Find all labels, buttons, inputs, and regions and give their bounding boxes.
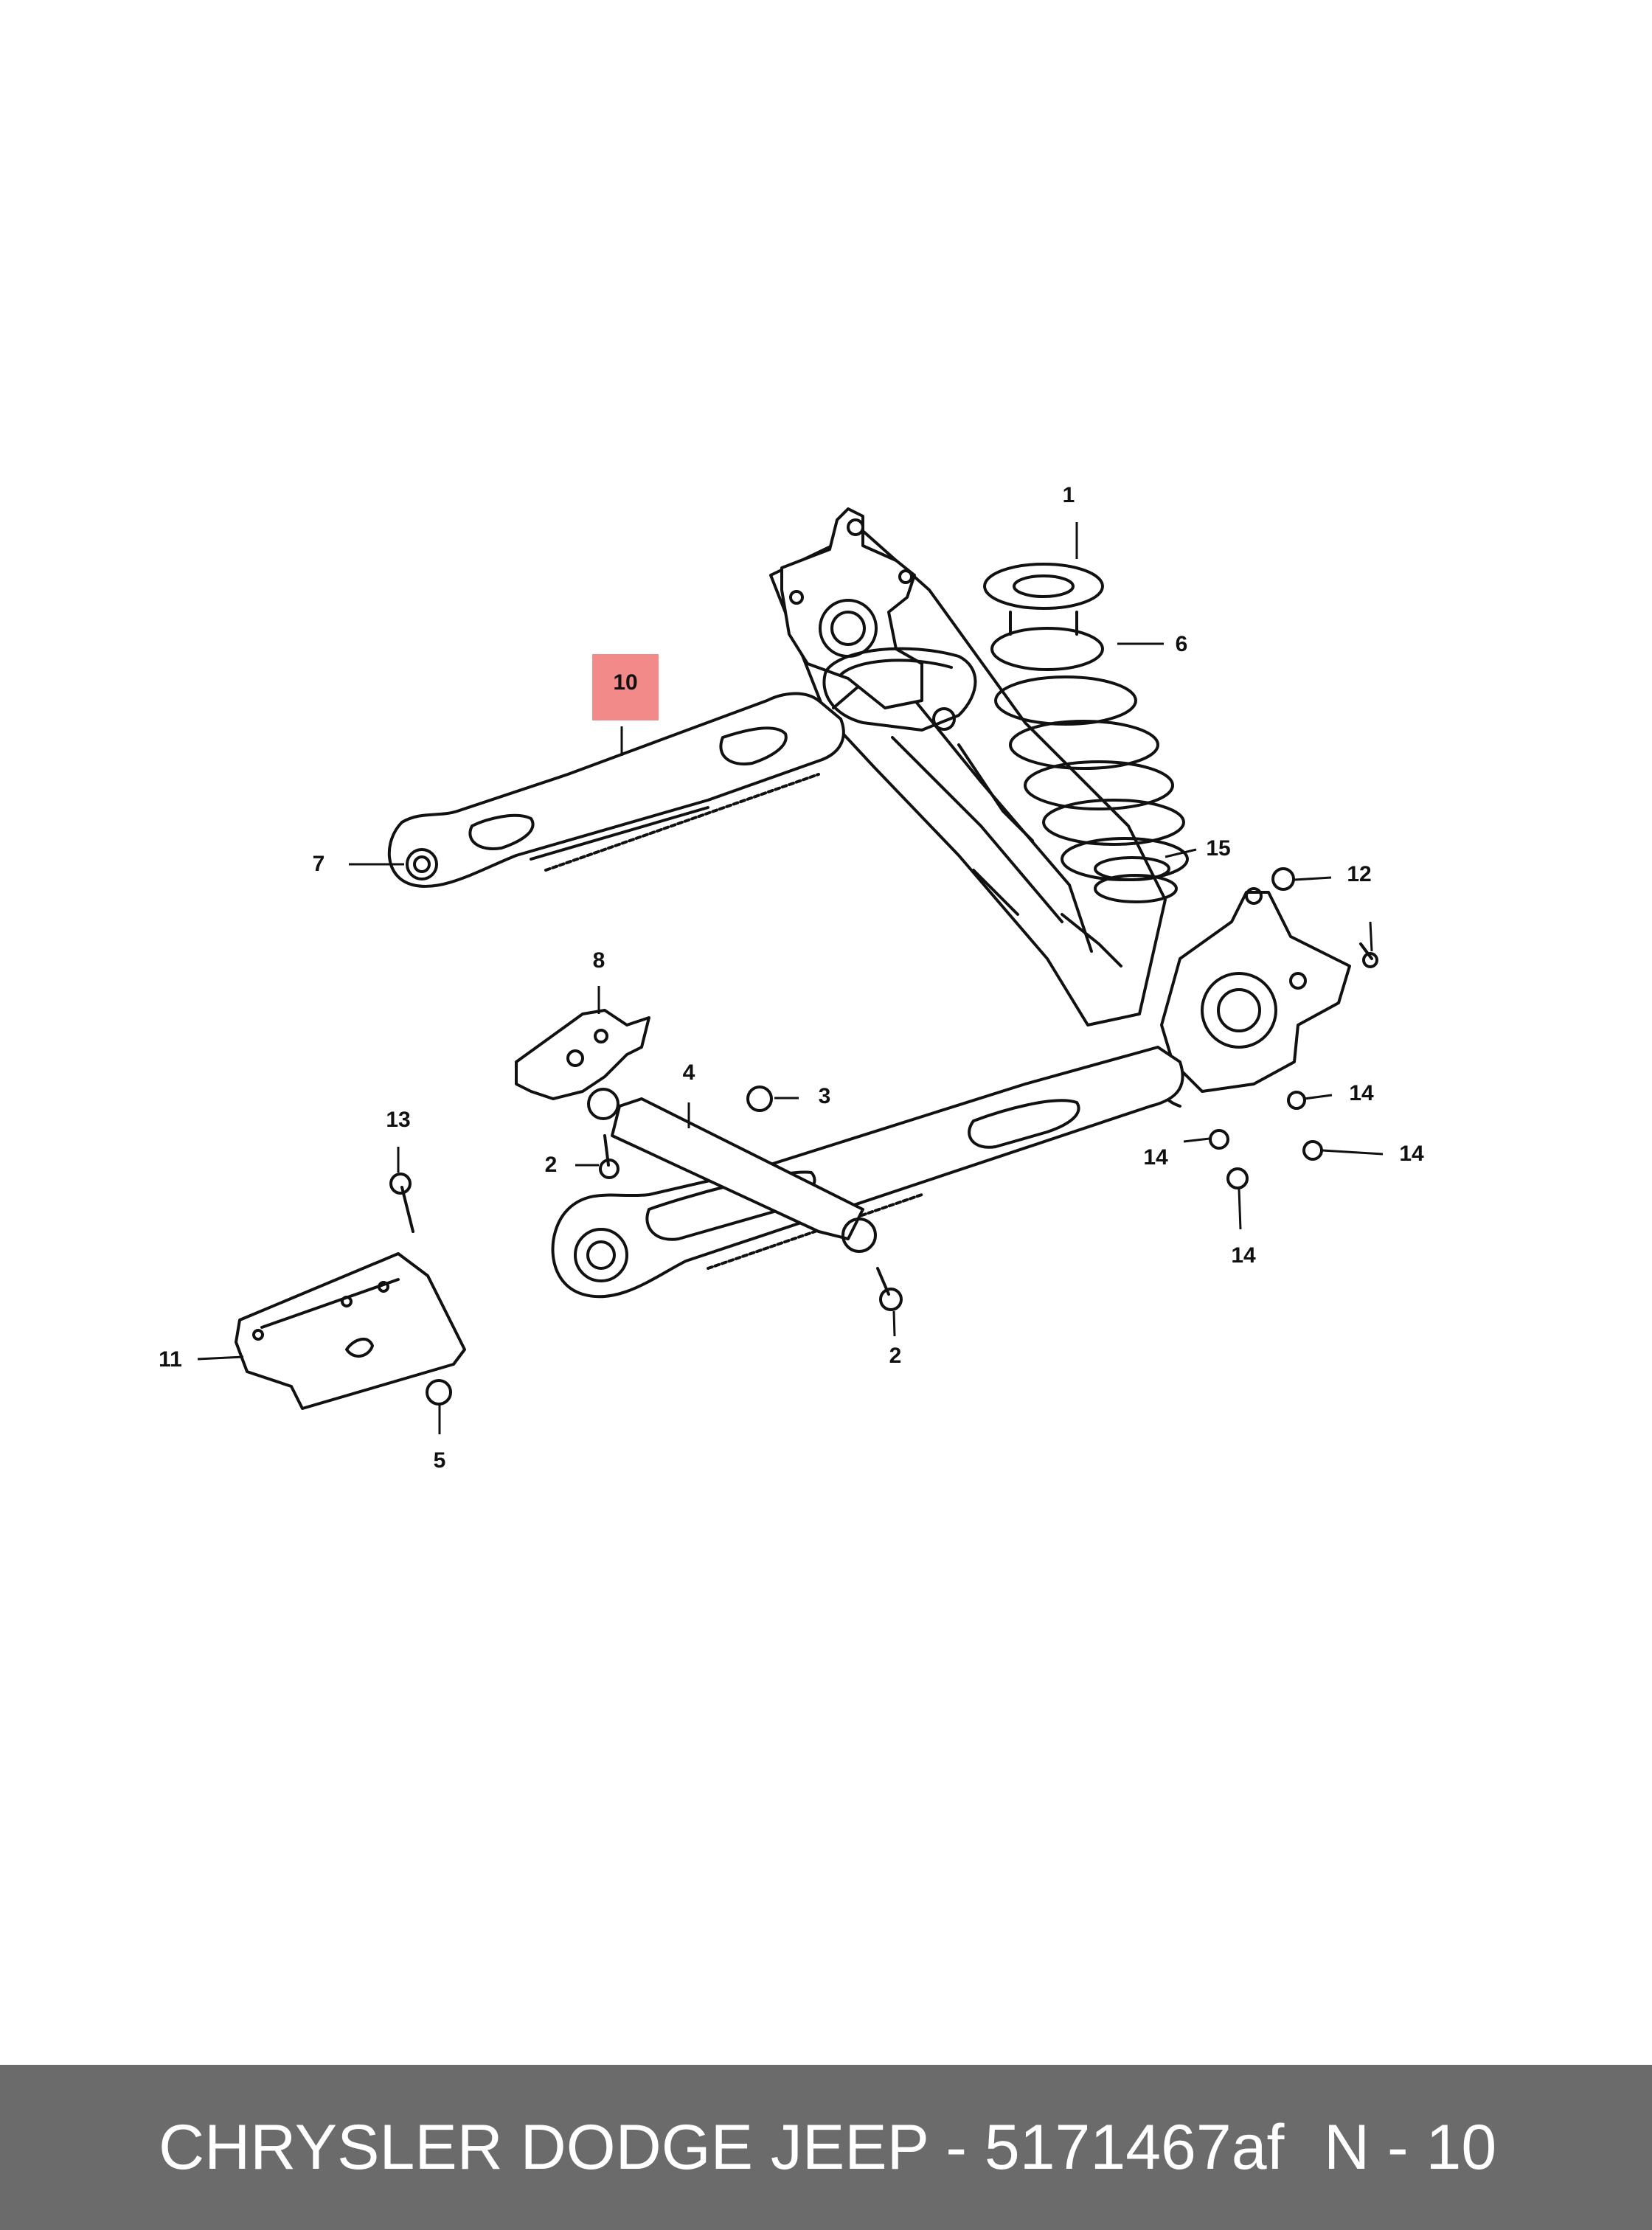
footer-bar: CHRYSLER DODGE JEEP - 5171467af N - 10: [0, 2065, 1652, 2230]
knuckle: [1153, 887, 1351, 1108]
callout-1: 1: [1063, 483, 1075, 507]
callout-13: 13: [386, 1108, 410, 1132]
callout-12: 12: [1347, 862, 1371, 886]
callout-14c: 14: [1143, 1145, 1168, 1170]
upper-control-arm: [387, 692, 845, 888]
callout-2a: 2: [545, 1153, 558, 1177]
callout-11: 11: [159, 1347, 182, 1372]
callout-4: 4: [683, 1060, 695, 1085]
diagram-reference: N - 10: [1324, 2112, 1497, 2183]
highlight-box: [592, 654, 659, 720]
arm-loop: [822, 647, 977, 732]
upper-mount-bracket: [780, 507, 923, 709]
coil-spring: [983, 563, 1189, 903]
callout-8: 8: [593, 948, 605, 973]
callout-5: 5: [434, 1448, 446, 1473]
callout-2b: 2: [889, 1344, 902, 1368]
callout-3: 3: [819, 1084, 831, 1108]
callout-10: 10: [613, 670, 637, 695]
shock-absorber: [587, 1088, 877, 1253]
lower-control-arm: [551, 1046, 1184, 1299]
parts-diagram: 1 6 10 15 12 7 8 4 3 2 2 13 11 5 14 14 1…: [159, 483, 1424, 1473]
bracket: [515, 1009, 650, 1100]
callout-6: 6: [1176, 632, 1188, 656]
part-number-label: CHRYSLER DODGE JEEP - 5171467af: [159, 2112, 1285, 2183]
callout-14d: 14: [1231, 1243, 1256, 1268]
suspension-drawing: 1 6 10 15 12 7 8 4 3 2 2 13 11 5 14 14 1…: [159, 483, 1424, 1473]
callout-15: 15: [1206, 836, 1230, 861]
fasteners: [389, 856, 1378, 1406]
leader-lines: [197, 522, 1384, 1434]
callout-14a: 14: [1349, 1081, 1374, 1105]
callout-14b: 14: [1399, 1142, 1424, 1166]
callout-7: 7: [313, 852, 325, 876]
